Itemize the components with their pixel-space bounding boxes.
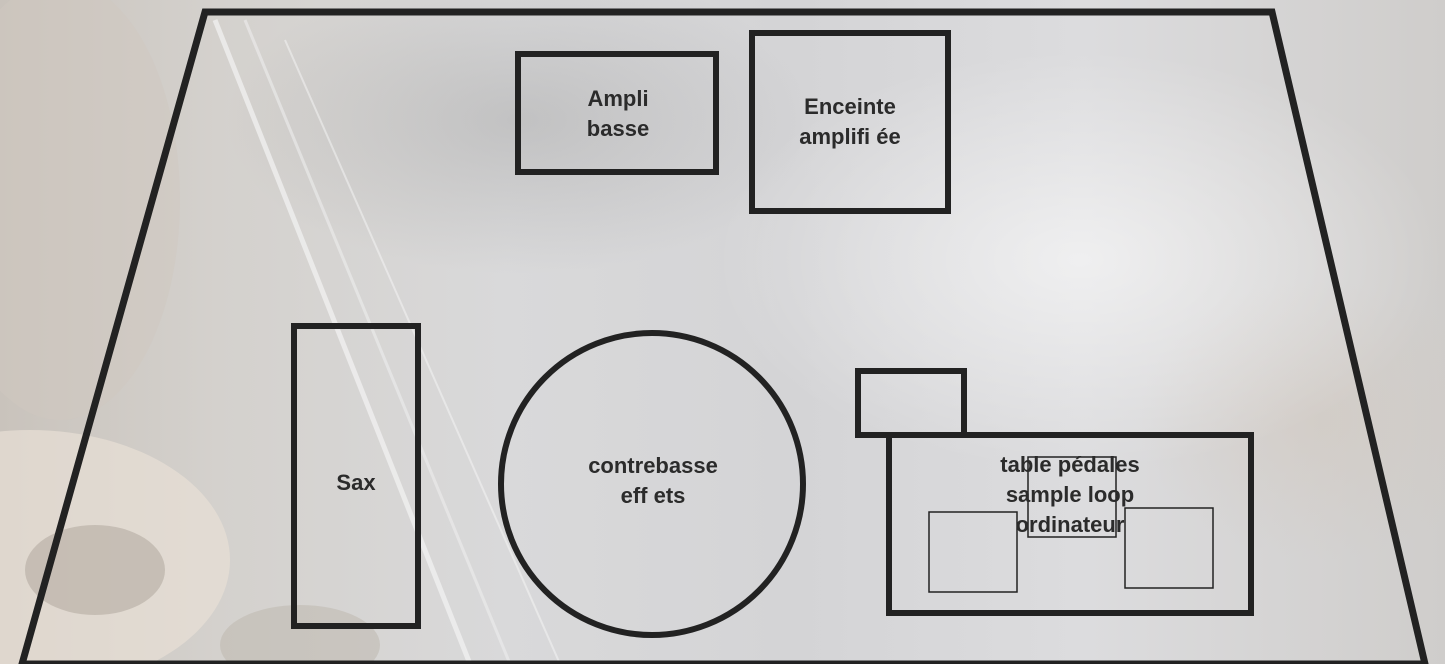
table-label: table pédales sample loop ordinateur (1000, 452, 1140, 537)
pedal-square (1124, 507, 1214, 589)
sax-label: Sax (336, 470, 376, 495)
contrebasse-label: contrebasse eff ets (588, 453, 718, 508)
ampli-basse-box (515, 51, 719, 175)
enceinte-label: Enceinte amplifi ée (799, 94, 901, 149)
background-hole (25, 525, 165, 615)
small-box (855, 368, 967, 438)
background-blob (0, 0, 180, 420)
sax-box (291, 323, 421, 629)
background-string (243, 19, 512, 664)
contrebasse-circle (498, 330, 806, 638)
background-string (284, 39, 561, 664)
stage-outline (18, 8, 1429, 664)
background-string (212, 19, 473, 664)
ampli-basse-label: Ampli basse (586, 86, 650, 141)
pedal-square (928, 511, 1018, 593)
pedal-square (1027, 456, 1117, 538)
enceinte-box (749, 30, 951, 214)
background-hole (220, 605, 380, 664)
table-box (886, 432, 1254, 616)
